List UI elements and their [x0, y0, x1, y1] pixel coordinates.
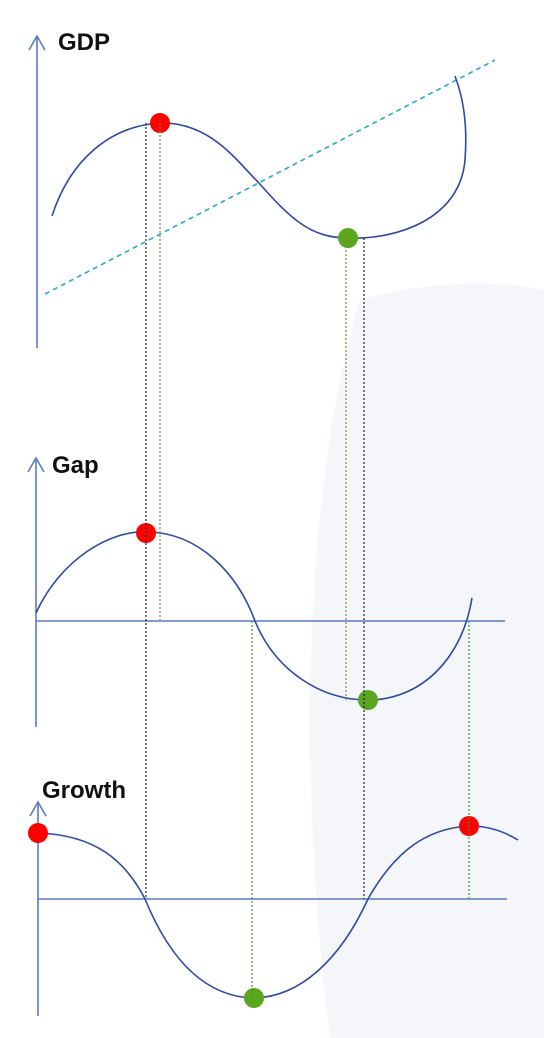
growth-peak-marker-left [28, 823, 48, 843]
gap-axis-label: Gap [52, 452, 99, 479]
growth-y-axis-arrow [29, 800, 47, 817]
growth-axis-label: Growth [42, 777, 126, 804]
gdp-y-axis-arrow [28, 34, 46, 51]
background-wash [310, 283, 544, 1038]
gdp-trough-marker [338, 228, 358, 248]
gap-trough-marker [358, 690, 378, 710]
gdp-panel [28, 34, 496, 348]
gap-curve [35, 531, 473, 701]
gdp-trend-line [44, 59, 496, 295]
growth-trough-marker [244, 988, 264, 1008]
gdp-curve [51, 75, 467, 239]
guide-lines [145, 123, 470, 998]
gdp-axis-label: GDP [58, 29, 111, 56]
gap-y-axis-arrow [27, 456, 45, 473]
